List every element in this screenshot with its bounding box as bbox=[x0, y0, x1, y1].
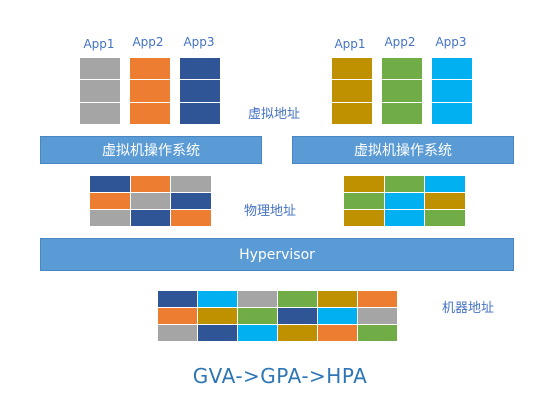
memory-page bbox=[130, 176, 171, 192]
memory-page bbox=[198, 308, 237, 324]
memory-page bbox=[158, 325, 197, 341]
memory-page bbox=[180, 80, 220, 102]
memory-page bbox=[130, 193, 171, 209]
memory-page bbox=[238, 291, 277, 307]
machine-address-label: 机器地址 bbox=[442, 301, 495, 316]
hypervisor-bar: Hypervisor bbox=[40, 238, 514, 271]
app3-stack-left bbox=[180, 58, 220, 124]
memory-page bbox=[425, 176, 465, 192]
memory-page bbox=[344, 193, 384, 209]
memory-page bbox=[80, 80, 120, 102]
memory-page bbox=[180, 58, 220, 80]
memory-page bbox=[384, 176, 425, 192]
app1-stack-left bbox=[80, 58, 120, 124]
memory-page bbox=[90, 176, 130, 192]
memory-page bbox=[171, 193, 211, 209]
memory-page bbox=[198, 291, 237, 307]
memory-page bbox=[384, 210, 425, 226]
memory-page bbox=[382, 80, 422, 102]
memory-page bbox=[432, 102, 472, 124]
memory-page bbox=[332, 80, 372, 102]
app2-stack-right bbox=[382, 58, 422, 124]
memory-page bbox=[318, 308, 357, 324]
memory-page bbox=[130, 80, 170, 102]
app3-label-left: App3 bbox=[183, 35, 215, 49]
memory-page bbox=[171, 210, 211, 226]
memory-page bbox=[158, 291, 197, 307]
memory-page bbox=[90, 193, 130, 209]
memory-page bbox=[358, 325, 397, 341]
virtual-address-label: 虚拟地址 bbox=[248, 107, 301, 122]
memory-page bbox=[432, 58, 472, 80]
memory-page bbox=[80, 58, 120, 80]
address-translation-title: GVA->GPA->HPA bbox=[192, 364, 368, 388]
machine-grid bbox=[158, 291, 397, 341]
memory-page bbox=[332, 58, 372, 80]
memory-page bbox=[278, 325, 317, 341]
memory-page bbox=[80, 102, 120, 124]
memory-page bbox=[130, 210, 171, 226]
guest-os-bar-left: 虚拟机操作系统 bbox=[40, 136, 262, 164]
memory-page bbox=[238, 325, 277, 341]
memory-page bbox=[382, 58, 422, 80]
app1-label-right: App1 bbox=[334, 37, 366, 51]
memory-page bbox=[344, 210, 384, 226]
memory-page bbox=[318, 325, 357, 341]
app2-label-left: App2 bbox=[132, 35, 164, 49]
memory-page bbox=[278, 291, 317, 307]
physical-grid-left bbox=[90, 176, 211, 226]
memory-page bbox=[425, 210, 465, 226]
memory-page bbox=[382, 102, 422, 124]
memory-page bbox=[238, 308, 277, 324]
app2-label-right: App2 bbox=[384, 35, 416, 49]
memory-page bbox=[358, 308, 397, 324]
memory-page bbox=[332, 102, 372, 124]
memory-page bbox=[198, 325, 237, 341]
memory-page bbox=[130, 58, 170, 80]
app3-stack-right bbox=[432, 58, 472, 124]
app1-stack-right bbox=[332, 58, 372, 124]
memory-page bbox=[90, 210, 130, 226]
physical-address-label: 物理地址 bbox=[244, 204, 297, 219]
app3-label-right: App3 bbox=[435, 35, 467, 49]
memory-page bbox=[384, 193, 425, 209]
guest-os-bar-right: 虚拟机操作系统 bbox=[292, 136, 514, 164]
memory-page bbox=[278, 308, 317, 324]
memory-page bbox=[318, 291, 357, 307]
memory-page bbox=[130, 102, 170, 124]
memory-page bbox=[425, 193, 465, 209]
memory-page bbox=[158, 308, 197, 324]
memory-page bbox=[180, 102, 220, 124]
app2-stack-left bbox=[130, 58, 170, 124]
physical-grid-right bbox=[344, 176, 465, 226]
memory-page bbox=[171, 176, 211, 192]
memory-page bbox=[432, 80, 472, 102]
memory-page bbox=[344, 176, 384, 192]
memory-page bbox=[358, 291, 397, 307]
app1-label-left: App1 bbox=[83, 37, 115, 51]
